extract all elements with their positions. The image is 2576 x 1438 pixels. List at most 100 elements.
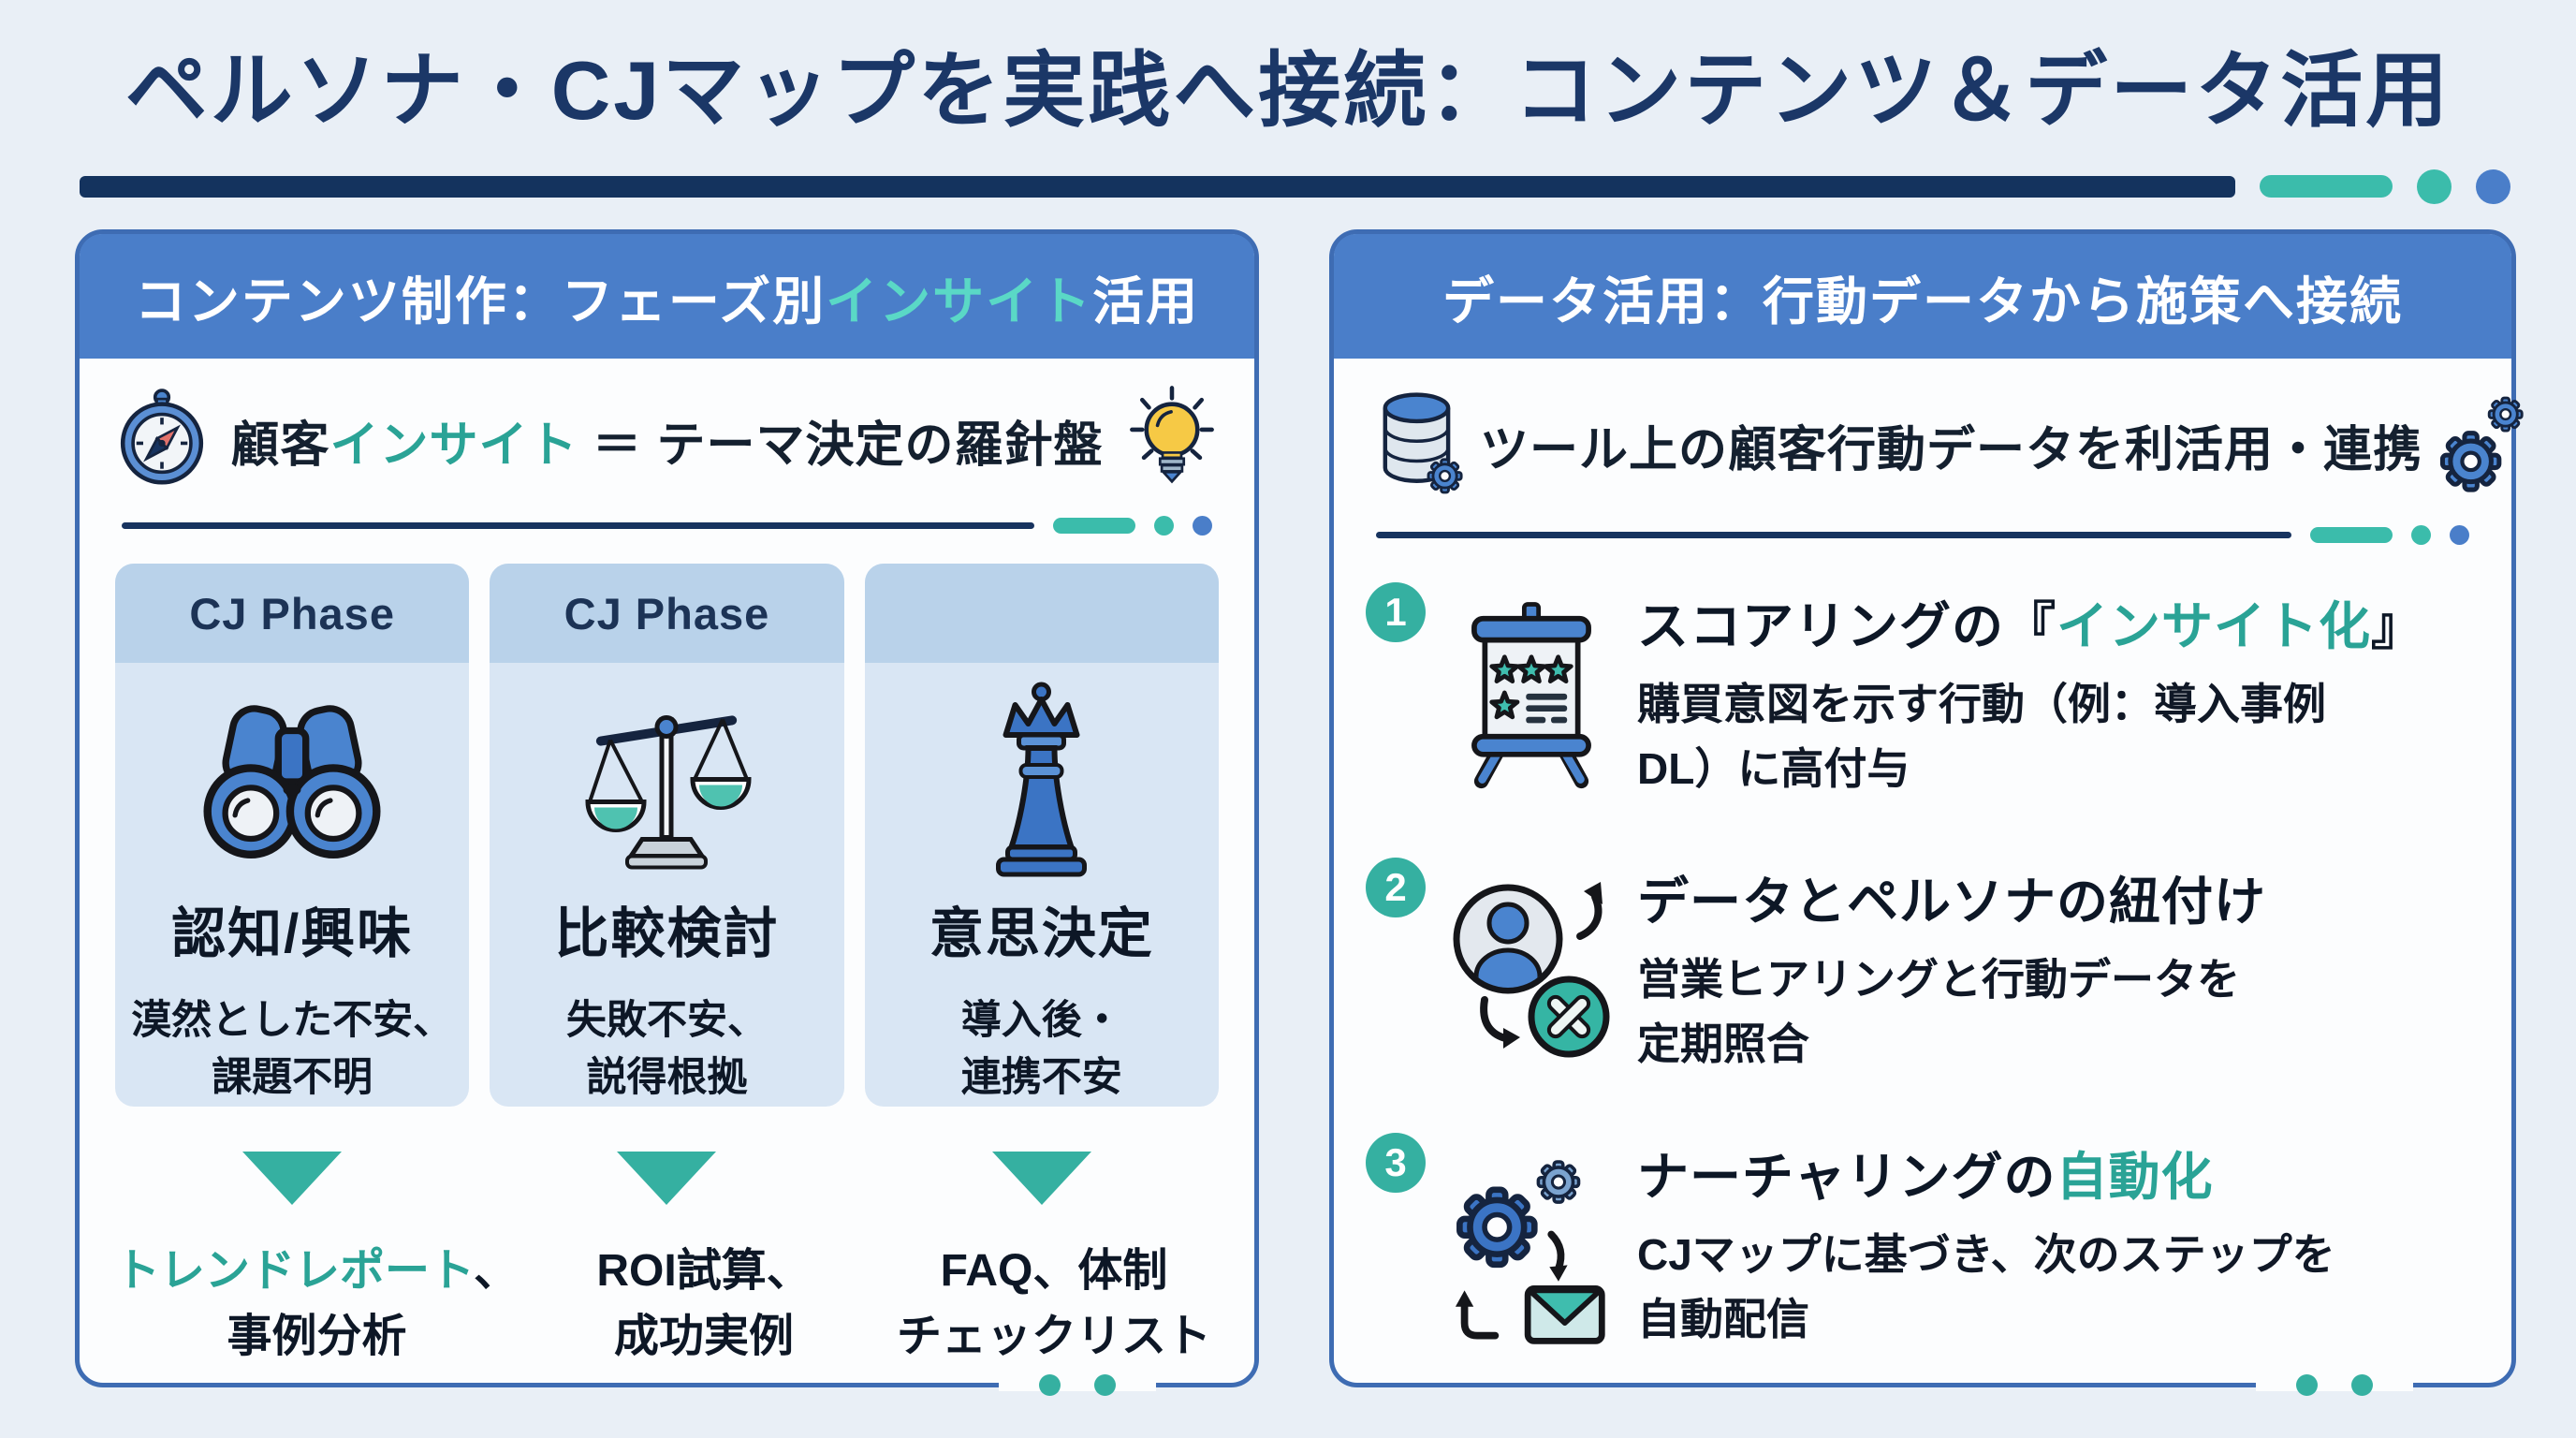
pain-line-1: 導入後・ — [960, 997, 1122, 1043]
left-header-text: コンテンツ制作：フェーズ別 — [134, 271, 827, 330]
data-items-list: 1 — [1334, 545, 2511, 1352]
footer-teal-dot — [1094, 1373, 1116, 1396]
underline-bar — [80, 175, 2235, 198]
item-body-line-2: 自動配信 — [1637, 1295, 1809, 1343]
phase-pain-text: 漠然とした不安、 課題不明 — [131, 992, 453, 1107]
divider-blue-dot — [2450, 524, 2469, 545]
item-data-persona-link: 2 — [1366, 856, 2480, 1077]
card-phase-label — [864, 564, 1219, 664]
step-number-badge: 1 — [1366, 582, 1426, 642]
item-title: ナーチャリングの自動化 — [1637, 1135, 2480, 1210]
item-title-pre: ナーチャリングの — [1637, 1148, 2056, 1206]
result-accent: トレンドレポート — [115, 1246, 475, 1296]
divider-blue-dot — [1193, 515, 1212, 536]
right-header-text: データ活用：行動データから施策へ接続 — [1442, 271, 2403, 330]
divider-line — [122, 521, 1034, 529]
result-comparison: ROI試算、 成功実例 — [539, 1239, 869, 1369]
footer-teal-dot — [2351, 1373, 2373, 1396]
arrow-down-triangle — [617, 1152, 717, 1205]
page-title: ペルソナ・CJマップを実践へ接続：コンテンツ＆データ活用 — [124, 44, 2452, 137]
left-mini-divider — [122, 515, 1212, 536]
left-subtitle-post: ＝ テーマ決定の羅針盤 — [578, 418, 1104, 473]
footer-teal-dot — [1039, 1373, 1061, 1396]
item-title-post: 』 — [2371, 597, 2424, 655]
phase-cards-row: CJ Phase 認知/興味 — [80, 536, 1254, 1107]
step-number-badge: 3 — [1366, 1133, 1426, 1193]
phase-pain-text: 失敗不安、 説得根拠 — [566, 992, 768, 1107]
easel-scoring-icon — [1437, 594, 1626, 790]
underline-teal-dash — [2260, 175, 2393, 198]
arrow-down-triangle — [991, 1152, 1091, 1205]
pain-line-2: 課題不明 — [212, 1054, 373, 1100]
left-panel-footer-dots — [999, 1373, 1156, 1396]
result-awareness: トレンドレポート、 事例分析 — [115, 1239, 519, 1369]
phase-card-awareness: CJ Phase 認知/興味 — [115, 564, 470, 1107]
item-body-line-1: 営業ヒアリングと行動データを — [1637, 955, 2240, 1004]
result-line-1: 、 — [474, 1246, 520, 1296]
left-header-accent: インサイト — [826, 271, 1093, 330]
item-title-pre: データとペルソナの紐付け — [1637, 873, 2267, 931]
person-sync-icon — [1437, 869, 1626, 1065]
result-decision: FAQ、体制 チェックリスト — [889, 1239, 1219, 1369]
right-subtitle-text: ツール上の顧客行動データを利活用・連携 — [1480, 423, 2423, 477]
item-nurturing-automation: 3 — [1366, 1131, 2480, 1352]
phase-card-decision: 意思決定 導入後・ 連携不安 — [864, 564, 1219, 1107]
result-line-2: チェックリスト — [897, 1311, 1212, 1361]
item-title: データとペルソナの紐付け — [1637, 859, 2480, 934]
phase-name: 認知/興味 — [171, 902, 414, 964]
pain-line-1: 失敗不安、 — [565, 997, 768, 1043]
card-phase-label: CJ Phase — [490, 564, 844, 664]
gears-icon — [2432, 383, 2533, 507]
result-line-2: 事例分析 — [227, 1311, 407, 1361]
phase-card-comparison: CJ Phase — [490, 564, 844, 1107]
pain-line-1: 漠然とした不安、 — [131, 997, 454, 1043]
divider-teal-dot — [2411, 524, 2431, 545]
item-title-pre: スコアリングの『 — [1637, 597, 2057, 655]
left-panel-header: コンテンツ制作：フェーズ別インサイト活用 — [80, 234, 1254, 359]
right-subtitle-row: ツール上の顧客行動データを利活用・連携 — [1334, 359, 2524, 507]
divider-teal-dash — [1053, 517, 1135, 534]
pain-line-2: 説得根拠 — [586, 1054, 748, 1100]
right-panel-footer-dots — [2256, 1373, 2413, 1396]
pain-line-2: 連携不安 — [960, 1054, 1122, 1100]
arrow-row — [80, 1152, 1254, 1205]
item-text-block: ナーチャリングの自動化 CJマップに基づき、次のステップを 自動配信 — [1637, 1135, 2480, 1352]
title-underline — [80, 169, 2510, 204]
item-body-line-1: 購買意図を示す行動（例：導入事例 — [1637, 680, 2326, 728]
content-production-panel: コンテンツ制作：フェーズ別インサイト活用 顧客インサイト ＝ テーマ決定の — [75, 229, 1259, 1396]
compass-icon — [115, 386, 209, 495]
item-body-line-2: DL）に高付与 — [1637, 744, 1910, 793]
item-body-line-1: CJマップに基づき、次のステップを — [1637, 1230, 2335, 1279]
result-line-2: 成功実例 — [614, 1311, 795, 1361]
divider-line — [1376, 531, 2291, 538]
item-title-accent: インサイト化 — [2056, 597, 2372, 655]
left-subtitle-row: 顧客インサイト ＝ テーマ決定の羅針盤 — [80, 359, 1254, 498]
item-title: スコアリングの『インサイト化』 — [1637, 584, 2480, 659]
left-header-post: 活用 — [1092, 271, 1200, 330]
left-subtitle-accent: インサイト — [329, 418, 578, 473]
gear-mail-icon — [1437, 1144, 1626, 1352]
right-panel-header: データ活用：行動データから施策へ接続 — [1334, 234, 2511, 359]
item-body-line-2: 定期照合 — [1637, 1020, 1809, 1068]
divider-teal-dot — [1154, 515, 1174, 536]
data-utilization-panel: データ活用：行動データから施策へ接続 — [1329, 229, 2524, 1396]
lightbulb-icon — [1125, 383, 1219, 498]
underline-blue-dot — [2476, 169, 2510, 204]
phase-name: 意思決定 — [929, 902, 1154, 964]
item-body: CJマップに基づき、次のステップを 自動配信 — [1637, 1223, 2480, 1352]
content-results-row: トレンドレポート、 事例分析 ROI試算、 成功実例 FAQ、体制 チェックリス… — [80, 1239, 1254, 1369]
left-subtitle-pre: 顧客 — [230, 418, 330, 473]
item-text-block: データとペルソナの紐付け 営業ヒアリングと行動データを 定期照合 — [1637, 859, 2480, 1077]
scale-icon — [573, 670, 760, 889]
chess-queen-icon — [964, 670, 1119, 889]
binoculars-icon — [194, 670, 390, 889]
item-body: 営業ヒアリングと行動データを 定期照合 — [1637, 947, 2480, 1077]
result-line-1: FAQ、体制 — [940, 1246, 1168, 1296]
divider-teal-dash — [2310, 526, 2393, 543]
underline-teal-dot — [2417, 169, 2452, 204]
item-scoring-insight: 1 — [1366, 580, 2480, 801]
database-gear-icon — [1369, 385, 1471, 506]
right-mini-divider — [1376, 524, 2469, 545]
footer-teal-dot — [2296, 1373, 2318, 1396]
arrow-down-triangle — [242, 1152, 343, 1205]
